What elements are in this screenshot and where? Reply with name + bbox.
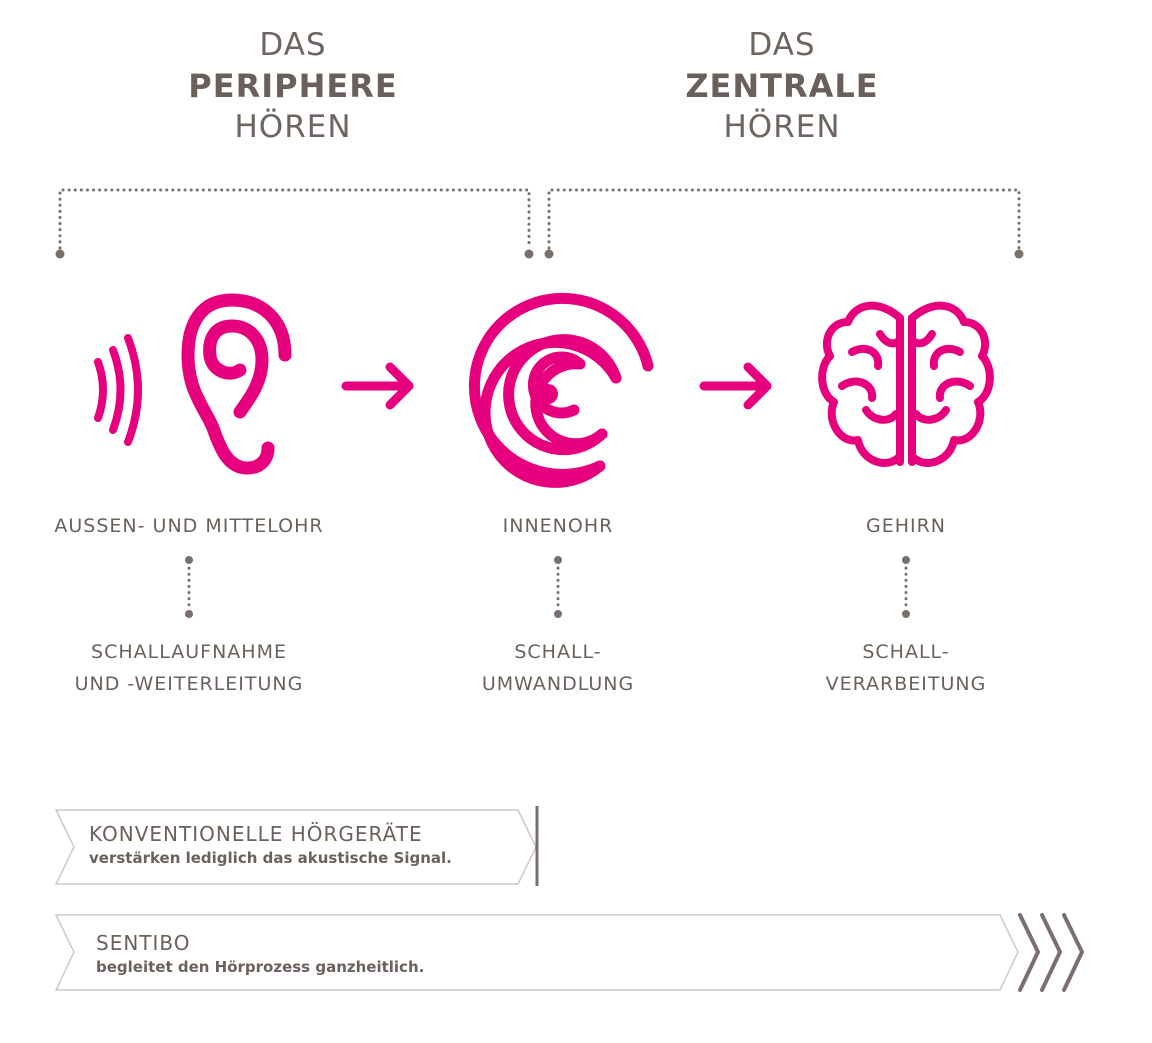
stage-function-line1: SCHALL-: [862, 641, 950, 663]
stage-function-brain: SCHALL- VERARBEITUNG: [726, 636, 1086, 700]
band-conventional-shape: [54, 809, 537, 885]
bracket-peripheral: [58, 188, 531, 250]
stage-function-line2: VERARBEITUNG: [825, 673, 987, 695]
stage-function-inner-ear: SCHALL- UMWANDLUNG: [378, 636, 738, 700]
band-sentibo: SENTIBO begleitet den Hörprozess ganzhei…: [96, 931, 424, 976]
stage-function-line1: SCHALLAUFNAHME: [91, 641, 287, 663]
heading-central-prefix: DAS: [748, 27, 816, 63]
arrow-icon: [341, 362, 414, 410]
stage-organ-outer-middle: AUSSEN- UND MITTELOHR: [54, 515, 324, 537]
stage-organ-inner-ear: INNENOHR: [502, 515, 614, 537]
sound-waves-icon: [94, 334, 142, 446]
band-sentibo-subtitle: begleitet den Hörprozess ganzheitlich.: [96, 958, 425, 976]
ear-icon: [181, 293, 292, 475]
bracket-peripheral-end-left: [55, 249, 65, 259]
band-conventional-subtitle: verstärken lediglich das akustische Sign…: [89, 849, 452, 867]
brain-icon: [818, 301, 994, 467]
arrow-icon: [699, 362, 772, 410]
bracket-central-end-left: [544, 249, 554, 259]
bracket-central-end-right: [1014, 249, 1024, 259]
chevrons-icon: [1018, 913, 1084, 992]
stage-function-line2: UMWANDLUNG: [481, 673, 635, 695]
stage-function-line1: SCHALL-: [514, 641, 602, 663]
heading-central-suffix: HÖREN: [723, 109, 841, 145]
heading-peripheral-prefix: DAS: [259, 27, 327, 63]
cochlea-center: [538, 384, 558, 404]
connector-brain: [902, 556, 910, 618]
connector-outer-middle: [185, 556, 193, 618]
heading-central: DAS ZENTRALE HÖREN: [612, 25, 952, 148]
heading-central-main: ZENTRALE: [685, 67, 879, 105]
heading-peripheral: DAS PERIPHERE HÖREN: [123, 25, 463, 148]
band-sentibo-shape: [54, 914, 1019, 991]
stage-function-line2: UND -WEITERLEITUNG: [74, 673, 304, 695]
stage-organ-brain: GEHIRN: [865, 515, 947, 537]
band-conventional-title: KONVENTIONELLE HÖRGERÄTE: [89, 822, 423, 846]
stage-function-outer-middle: SCHALLAUFNAHME UND -WEITERLEITUNG: [9, 636, 369, 700]
heading-peripheral-main: PERIPHERE: [188, 67, 398, 105]
bracket-peripheral-end-right: [524, 249, 534, 259]
heading-peripheral-suffix: HÖREN: [234, 109, 352, 145]
cochlea-spiral-icon: [468, 292, 654, 488]
connector-inner-ear: [554, 556, 562, 618]
band-sentibo-title: SENTIBO: [96, 931, 191, 955]
band-conventional: KONVENTIONELLE HÖRGERÄTE verstärken ledi…: [89, 822, 452, 867]
bracket-central: [547, 188, 1021, 250]
